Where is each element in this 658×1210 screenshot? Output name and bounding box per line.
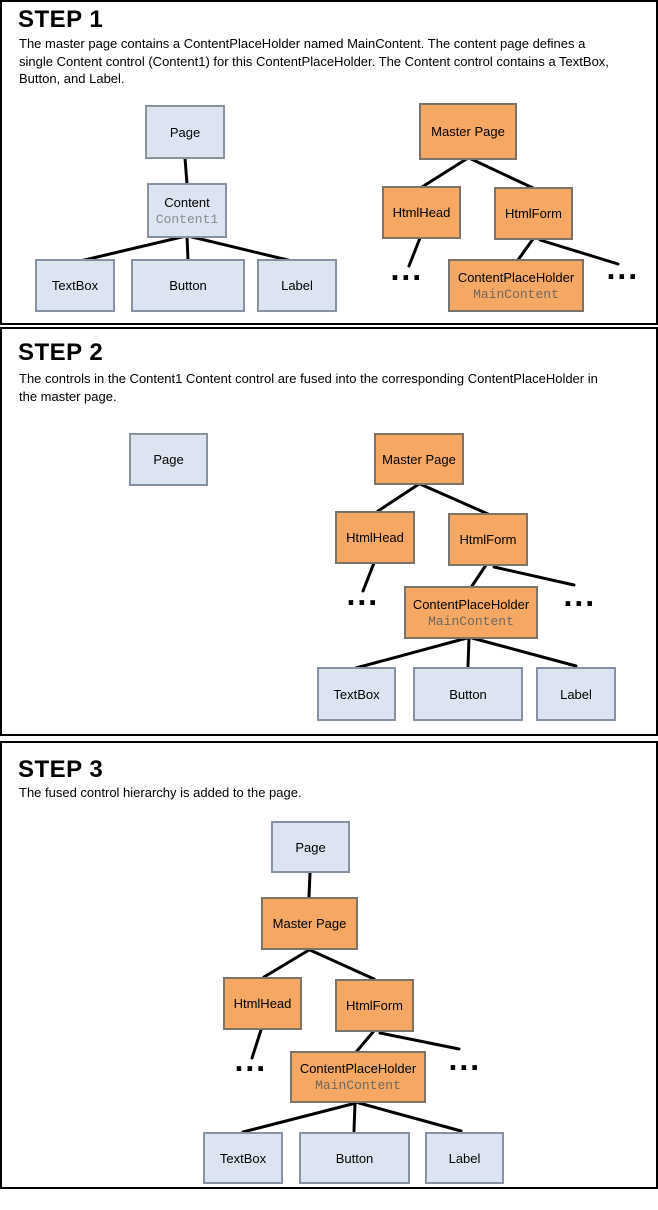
- node-button: Button: [413, 667, 523, 721]
- node-label: TextBox: [333, 686, 380, 702]
- step3-connector-lines: [241, 871, 463, 1134]
- node-label: HtmlForm: [345, 998, 404, 1013]
- node-htmlform: HtmlForm: [494, 187, 573, 240]
- node-htmlhead: HtmlHead: [335, 511, 415, 564]
- node-htmlhead: HtmlHead: [223, 977, 302, 1030]
- step1-description: The master page contains a ContentPlaceH…: [19, 36, 609, 86]
- step2-heading: STEP 2: [18, 339, 104, 366]
- node-label: Label: [281, 278, 313, 293]
- node-label: Master Page: [382, 451, 456, 467]
- step2-description: The controls in the Content1 Content con…: [19, 371, 598, 404]
- node-contentplaceholder: ContentPlaceHolder MainContent: [448, 259, 584, 312]
- node-label: Page: [153, 452, 184, 467]
- node-page: Page: [129, 433, 208, 486]
- step3-heading: STEP 3: [18, 756, 104, 783]
- node-id-label: Content1: [155, 211, 219, 227]
- ellipsis-left: ...: [234, 1048, 267, 1078]
- node-label: TextBox: [51, 278, 99, 293]
- node-label: Content: [164, 194, 210, 210]
- node-label: Page: [169, 124, 201, 140]
- ellipsis-right: ...: [448, 1047, 481, 1077]
- node-content: Content Content1: [147, 183, 227, 238]
- node-page: Page: [271, 821, 350, 873]
- node-label: Master Page: [431, 124, 505, 139]
- step2-panel: STEP 2 The controls in the Content1 Cont…: [0, 327, 658, 736]
- step1-heading: STEP 1: [18, 6, 104, 33]
- node-label: HtmlHead: [346, 530, 404, 545]
- node-contentplaceholder: ContentPlaceHolder MainContent: [404, 586, 538, 639]
- step3-description: The fused control hierarchy is added to …: [19, 785, 302, 800]
- ellipsis-left: ...: [390, 257, 423, 287]
- node-button: Button: [299, 1132, 410, 1184]
- node-label-control: Label: [257, 259, 337, 312]
- node-contentplaceholder: ContentPlaceHolder MainContent: [290, 1051, 426, 1103]
- node-label-control: Label: [536, 667, 616, 721]
- ellipsis-right: ...: [563, 583, 596, 613]
- node-label: Button: [169, 278, 207, 293]
- node-label: HtmlForm: [459, 532, 517, 547]
- node-label: Label: [448, 1150, 481, 1166]
- step3-panel: STEP 3 The fused control hierarchy is ad…: [0, 741, 658, 1189]
- node-label: Button: [449, 686, 487, 702]
- node-id-label: MainContent: [473, 286, 559, 302]
- node-label: ContentPlaceHolder: [457, 269, 575, 285]
- node-label: TextBox: [219, 1150, 267, 1166]
- ellipsis-left: ...: [346, 582, 379, 612]
- node-htmlform: HtmlForm: [335, 979, 414, 1032]
- node-page: Page: [145, 105, 225, 159]
- node-label: Button: [335, 1150, 374, 1166]
- step1-panel: STEP 1 The master page contains a Conten…: [0, 0, 658, 325]
- node-textbox: TextBox: [35, 259, 115, 312]
- node-textbox: TextBox: [317, 667, 396, 721]
- node-label: Page: [295, 839, 326, 855]
- node-label: Master Page: [272, 916, 347, 931]
- node-label: HtmlHead: [392, 205, 451, 220]
- node-htmlhead: HtmlHead: [382, 186, 461, 239]
- node-button: Button: [131, 259, 245, 312]
- node-id-label: MainContent: [428, 613, 514, 629]
- node-label: HtmlForm: [504, 206, 563, 221]
- node-label: ContentPlaceHolder: [299, 1061, 417, 1076]
- node-htmlform: HtmlForm: [448, 513, 528, 566]
- node-id-label: MainContent: [315, 1078, 401, 1093]
- node-textbox: TextBox: [203, 1132, 283, 1184]
- ellipsis-right: ...: [606, 256, 639, 286]
- node-master-page: Master Page: [261, 897, 358, 950]
- node-label: Label: [560, 686, 592, 702]
- node-master-page: Master Page: [419, 103, 517, 160]
- node-master-page: Master Page: [374, 433, 464, 485]
- node-label: ContentPlaceHolder: [412, 596, 530, 612]
- node-label-control: Label: [425, 1132, 504, 1184]
- node-label: HtmlHead: [233, 996, 292, 1011]
